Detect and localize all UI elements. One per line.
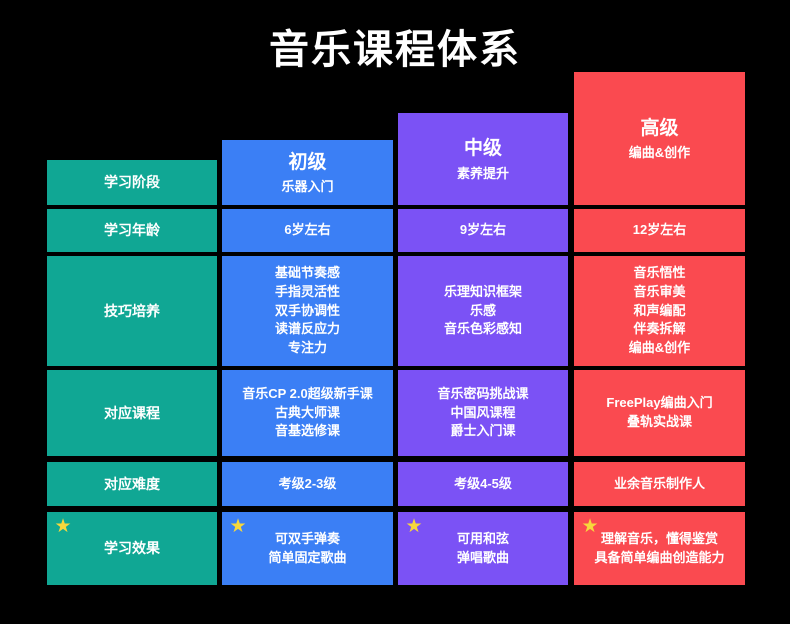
header-subtitle-advanced: 编曲&创作 bbox=[628, 145, 691, 160]
header-subtitle-intermediate: 素养提升 bbox=[456, 165, 509, 181]
row-label-cell-5: ★ 学习效果 bbox=[47, 512, 217, 585]
header-title-beginner: 初级 bbox=[288, 151, 327, 173]
cell-line: 音乐CP 2.0超级新手课 bbox=[242, 385, 373, 401]
cell-line: 可双手弹奏 bbox=[274, 530, 340, 546]
cell-line: 弹唱歌曲 bbox=[456, 549, 509, 565]
cell-3-advanced[interactable]: FreePlay编曲入门 叠轨实战课 bbox=[574, 370, 745, 456]
cell-line: 9岁左右 bbox=[459, 222, 507, 238]
cell-1-advanced[interactable]: 12岁左右 bbox=[574, 209, 745, 252]
cell-line: 音乐审美 bbox=[633, 283, 686, 299]
header-cell-labels: 学习阶段 bbox=[47, 160, 217, 205]
row-label-2: 技巧培养 bbox=[104, 302, 160, 319]
cell-5-advanced[interactable]: ★ 理解音乐，懂得鉴赏 具备简单编曲创造能力 bbox=[574, 512, 745, 585]
cell-line: 可用和弦 bbox=[456, 530, 509, 546]
cell-3-intermediate[interactable]: 音乐密码挑战课 中国风课程 爵士入门课 bbox=[398, 370, 568, 456]
cell-4-beginner[interactable]: 考级2-3级 bbox=[222, 462, 393, 506]
cell-2-advanced[interactable]: 音乐悟性 音乐审美 和声编配 伴奏拆解 编曲&创作 bbox=[574, 256, 745, 366]
page-title: 音乐课程体系 bbox=[269, 28, 521, 72]
row-label-5: 学习效果 bbox=[104, 540, 160, 557]
cell-line: 具备简单编曲创造能力 bbox=[594, 549, 725, 565]
cell-line: 伴奏拆解 bbox=[633, 321, 686, 337]
cell-5-beginner[interactable]: ★ 可双手弹奏 简单固定歌曲 bbox=[222, 512, 393, 585]
cell-line: 手指灵活性 bbox=[274, 283, 340, 299]
header-title-advanced: 高级 bbox=[640, 117, 679, 139]
cell-line: 叠轨实战课 bbox=[626, 414, 692, 429]
cell-4-advanced[interactable]: 业余音乐制作人 bbox=[574, 462, 745, 506]
row-label-4: 对应难度 bbox=[104, 475, 160, 492]
cell-2-beginner[interactable]: 基础节奏感 手指灵活性 双手协调性 读谱反应力 专注力 bbox=[222, 256, 393, 366]
star-icon: ★ bbox=[405, 516, 423, 537]
row-label-cell-4: 对应难度 bbox=[47, 462, 217, 506]
row-label-cell-2: 技巧培养 bbox=[47, 256, 217, 366]
row-label-1: 学习年龄 bbox=[104, 222, 160, 239]
cell-line: 6岁左右 bbox=[284, 222, 331, 238]
cell-line: 编曲&创作 bbox=[628, 340, 691, 356]
cell-line: 理解音乐，懂得鉴赏 bbox=[600, 530, 718, 546]
cell-line: 爵士入门课 bbox=[450, 423, 516, 439]
star-icon: ★ bbox=[229, 516, 247, 537]
cell-3-beginner[interactable]: 音乐CP 2.0超级新手课 古典大师课 音基选修课 bbox=[222, 370, 393, 456]
cell-line: 基础节奏感 bbox=[274, 264, 340, 280]
cell-line: 简单固定歌曲 bbox=[268, 549, 347, 565]
cell-line: 和声编配 bbox=[633, 302, 686, 318]
cell-line: 乐理知识框架 bbox=[443, 283, 522, 299]
cell-line: 专注力 bbox=[287, 340, 327, 356]
cell-line: FreePlay编曲入门 bbox=[606, 395, 713, 411]
header-title-intermediate: 中级 bbox=[463, 138, 502, 159]
header-subtitle-beginner: 乐器入门 bbox=[281, 179, 334, 194]
cell-4-intermediate[interactable]: 考级4-5级 bbox=[398, 462, 568, 506]
cell-line: 业余音乐制作人 bbox=[613, 475, 705, 491]
header-cell-intermediate[interactable]: 中级 素养提升 bbox=[398, 113, 568, 205]
row-label-3: 对应课程 bbox=[104, 404, 160, 421]
star-icon: ★ bbox=[54, 516, 72, 537]
star-icon: ★ bbox=[581, 516, 599, 537]
cell-line: 音基选修课 bbox=[274, 423, 340, 439]
cell-line: 读谱反应力 bbox=[274, 321, 340, 337]
cell-line: 12岁左右 bbox=[632, 222, 687, 238]
row-label-cell-1: 学习年龄 bbox=[47, 209, 217, 252]
cell-5-intermediate[interactable]: ★ 可用和弦 弹唱歌曲 bbox=[398, 512, 568, 585]
cell-line: 中国风课程 bbox=[450, 404, 516, 420]
header-cell-advanced[interactable]: 高级 编曲&创作 bbox=[574, 72, 745, 205]
row-label-cell-3: 对应课程 bbox=[47, 370, 217, 456]
cell-1-intermediate[interactable]: 9岁左右 bbox=[398, 209, 568, 252]
cell-line: 音乐色彩感知 bbox=[443, 321, 522, 337]
cell-2-intermediate[interactable]: 乐理知识框架 乐感 音乐色彩感知 bbox=[398, 256, 568, 366]
cell-line: 音乐悟性 bbox=[633, 264, 686, 280]
cell-line: 双手协调性 bbox=[274, 302, 340, 318]
header-cell-beginner[interactable]: 初级 乐器入门 bbox=[222, 140, 393, 205]
cell-1-beginner[interactable]: 6岁左右 bbox=[222, 209, 393, 252]
cell-line: 乐感 bbox=[469, 302, 496, 318]
cell-line: 考级4-5级 bbox=[454, 475, 512, 491]
row-label-0: 学习阶段 bbox=[104, 174, 160, 191]
cell-line: 古典大师课 bbox=[274, 404, 340, 420]
cell-line: 音乐密码挑战课 bbox=[437, 385, 529, 401]
cell-line: 考级2-3级 bbox=[278, 475, 337, 491]
